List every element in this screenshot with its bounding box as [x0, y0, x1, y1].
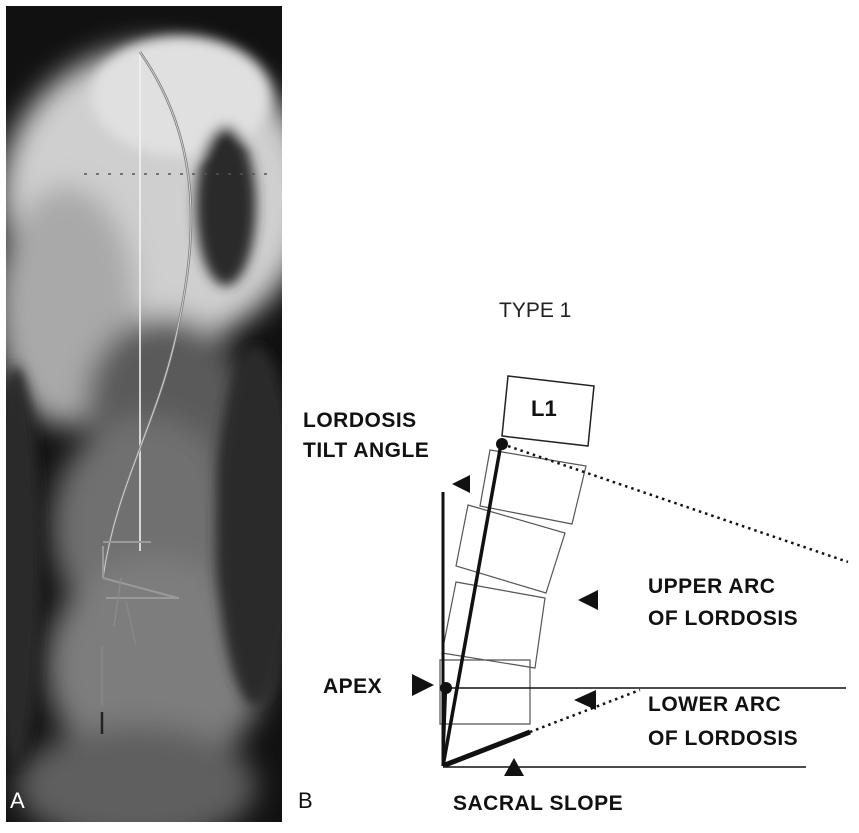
vertebra-l2	[479, 449, 587, 525]
sacral-slope-label: SACRAL SLOPE	[453, 792, 624, 815]
upper-arc-label-line2: OF LORDOSIS	[648, 607, 799, 630]
upper-arc-label-line1: UPPER ARC	[648, 575, 776, 598]
vertebra-l3	[455, 504, 566, 594]
tilt-angle-pointer	[452, 475, 470, 493]
vertebra-l4	[441, 581, 546, 669]
lower-arc-label-line1: LOWER ARC	[648, 693, 782, 716]
lordosis-tilt-line	[441, 443, 503, 767]
upper-tangent-dotted	[501, 442, 849, 564]
upper-arc-pointer	[578, 590, 598, 610]
lower-arc-pointer	[574, 690, 596, 710]
apex-point	[440, 682, 452, 694]
lordosis-tilt-angle-label-line1: LORDOSIS	[303, 409, 417, 432]
sacral-slope-pointer	[504, 758, 524, 776]
lordosis-tilt-angle-label-line2: TILT ANGLE	[303, 439, 430, 462]
vertebra-l5	[439, 659, 531, 725]
panel-b-label: B	[298, 788, 313, 813]
l1-point	[496, 438, 508, 450]
apex-label: APEX	[323, 675, 383, 698]
type-title: TYPE 1	[499, 299, 572, 322]
radiograph-panel: A	[0, 6, 311, 833]
lordosis-diagram-panel: TYPE 1 L1 LORDOSIS TILT ANGLE UPPER ARC …	[290, 0, 859, 828]
vertebra-label: L1	[531, 396, 557, 421]
vertebra-l1	[501, 375, 595, 447]
lordosis-schematic	[412, 375, 849, 776]
panel-a-label: A	[10, 788, 25, 813]
apex-pointer	[412, 674, 434, 696]
lower-tangent-dotted	[529, 688, 641, 734]
radiograph-image	[0, 6, 311, 833]
lower-arc-line	[441, 687, 448, 767]
lower-arc-label-line2: OF LORDOSIS	[648, 727, 799, 750]
sacral-slope-extension	[442, 731, 531, 767]
